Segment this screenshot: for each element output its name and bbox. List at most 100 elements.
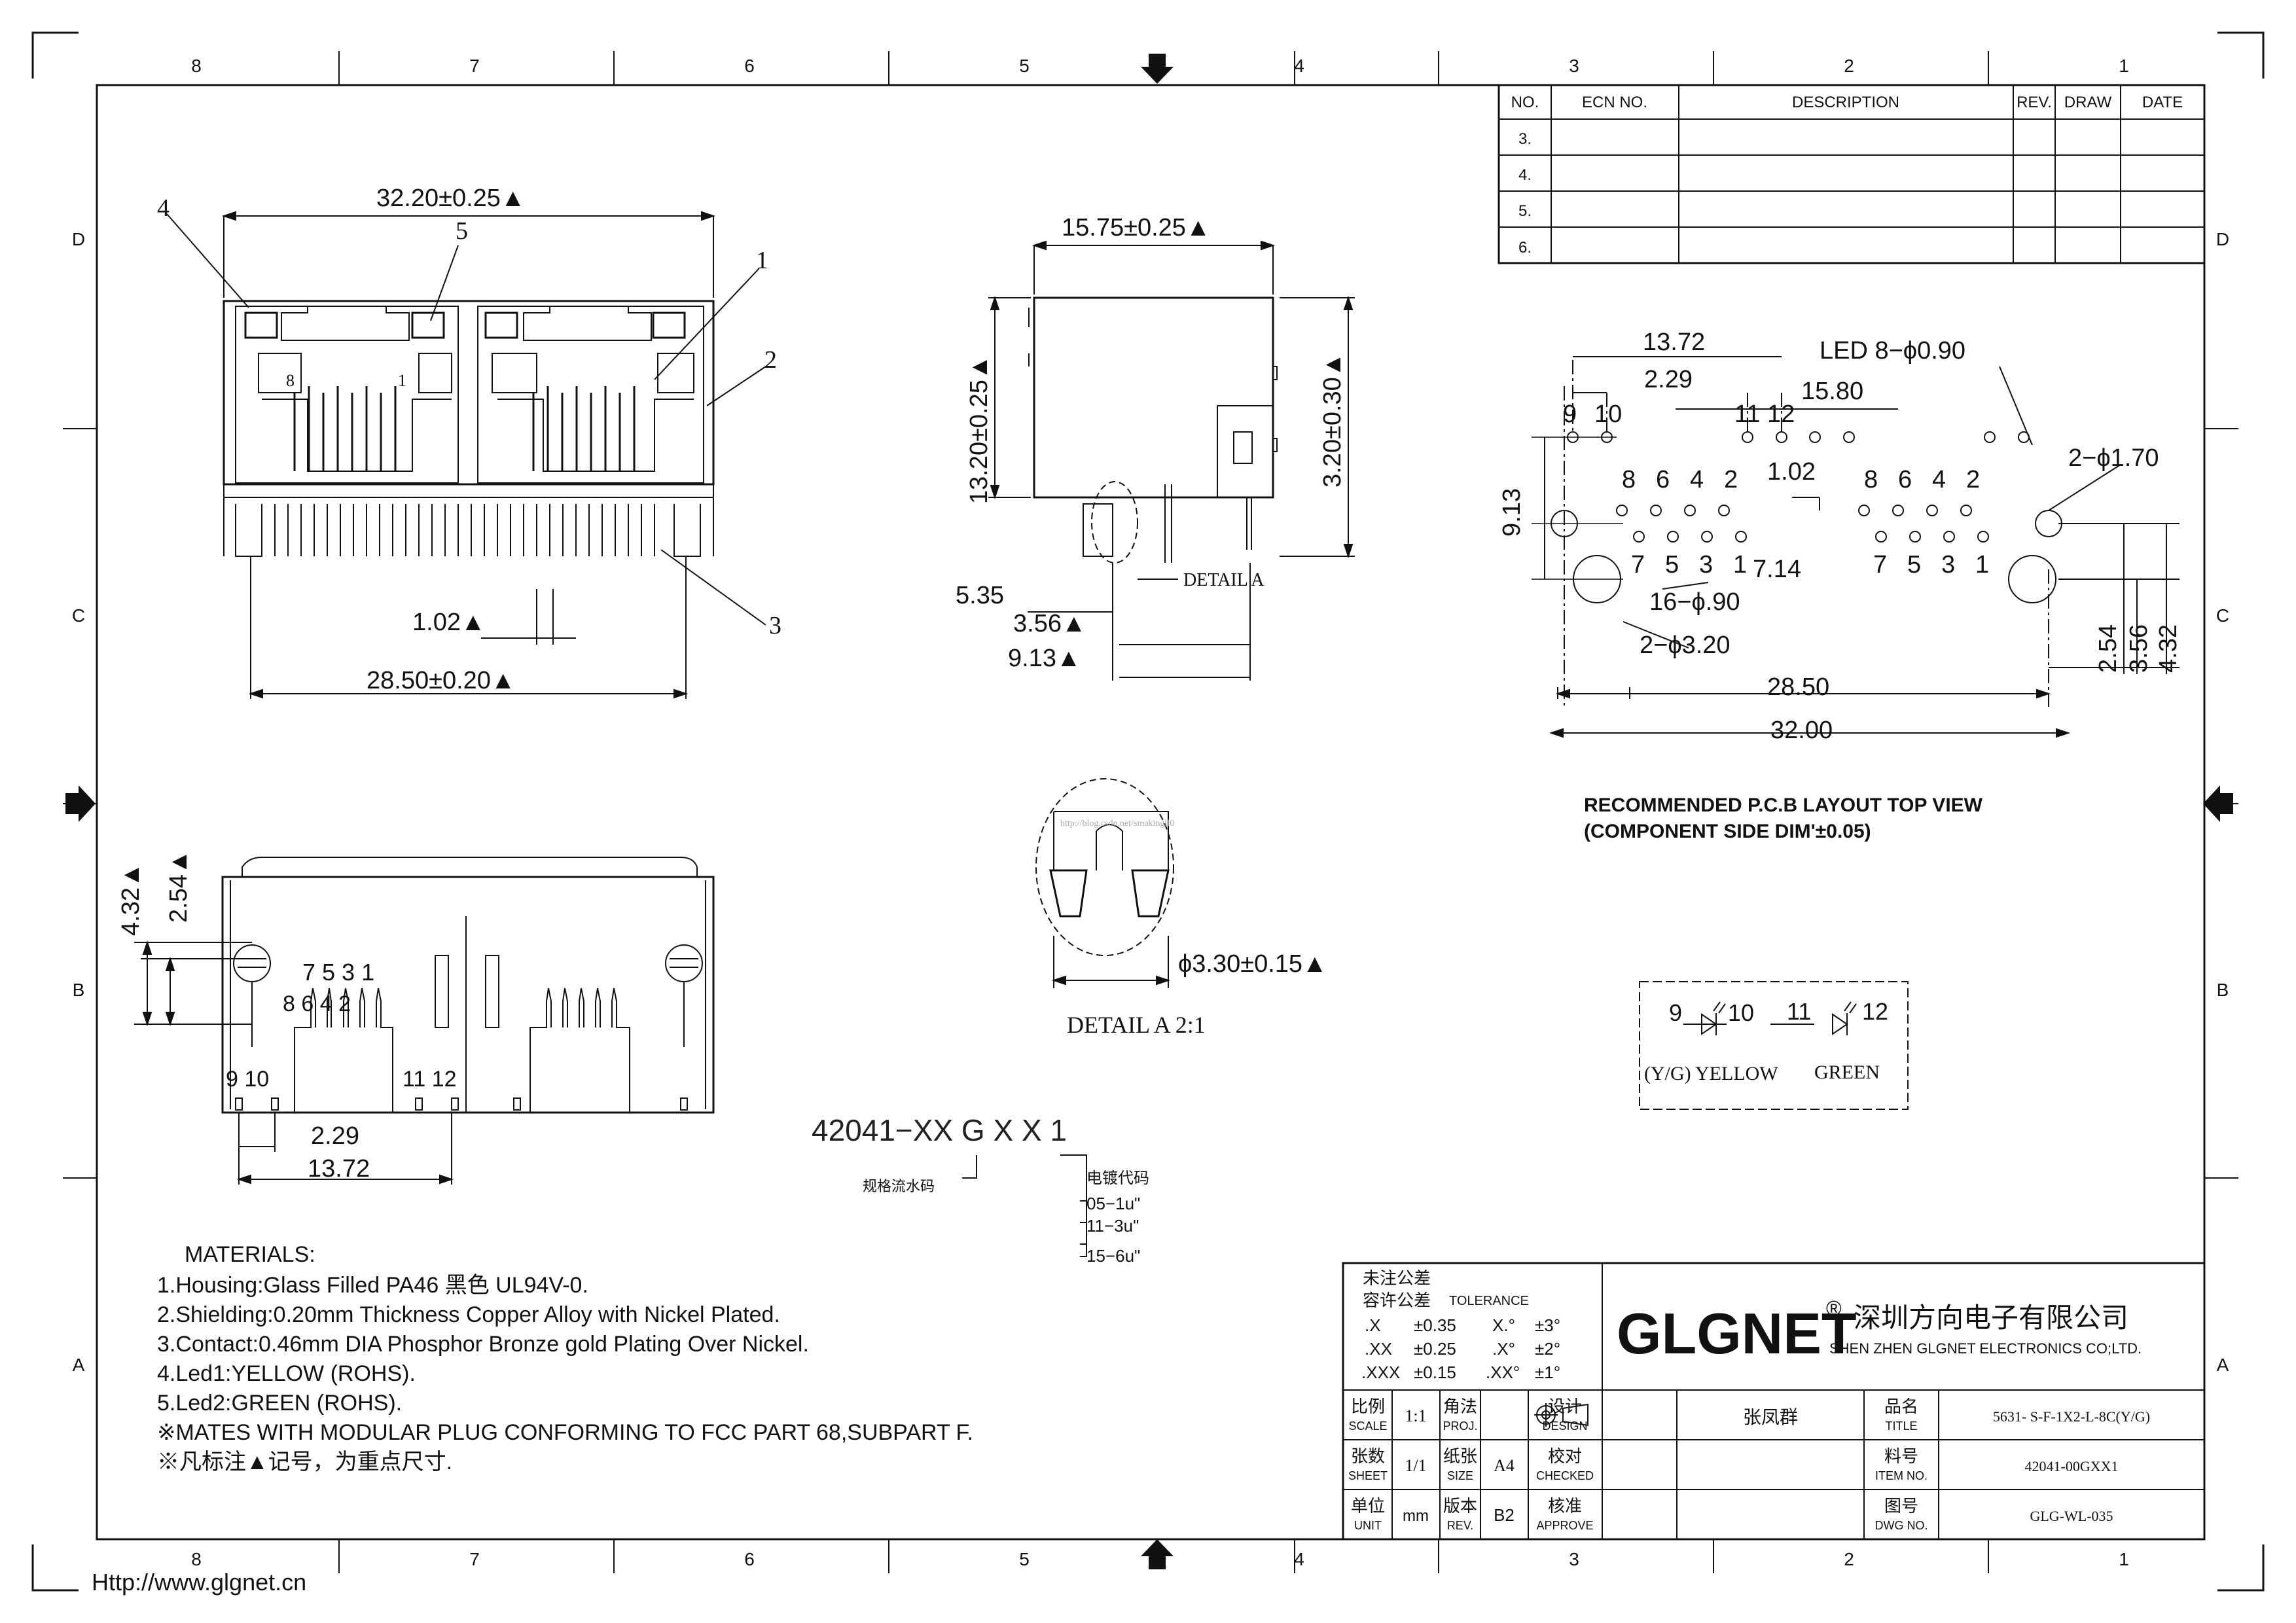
pcb-dim-170: 2−ϕ1.70	[2068, 444, 2159, 472]
pcb-dim-3200: 32.00	[1770, 717, 1833, 744]
size-cn: 纸张	[1443, 1446, 1477, 1466]
material-line: 5.Led2:GREEN (ROHS).	[157, 1391, 402, 1416]
led-schematic-labels: 9 10 11 12 (Y/G) YELLOW GREEN	[1644, 998, 1888, 1084]
pin-label-1: 1	[398, 371, 406, 390]
col-label: 1	[2119, 1549, 2129, 1569]
proj-cn: 角法	[1443, 1397, 1477, 1416]
dim-side-356: 3.56▲	[1013, 610, 1086, 637]
scale-en: SCALE	[1348, 1419, 1387, 1433]
rev-header: NO.	[1511, 94, 1539, 111]
col-label: 3	[1569, 1549, 1579, 1569]
tol-cell: ±0.15	[1414, 1363, 1456, 1382]
tol-cell: X.°	[1492, 1315, 1515, 1335]
unit-cn: 单位	[1351, 1496, 1385, 1516]
bottom-view-dims	[134, 940, 454, 1185]
pcb-dim-254: 2.54	[2094, 624, 2122, 673]
rev-cn: 版本	[1443, 1496, 1477, 1516]
col-label: 1	[2119, 56, 2129, 76]
tol-cell: ±1°	[1535, 1363, 1560, 1382]
row-label: A	[2217, 1355, 2229, 1375]
pcb-dim-320: 2−ϕ3.20	[1640, 632, 1731, 659]
tol-cell: ±0.35	[1414, 1315, 1456, 1335]
pcb-pins-left	[1616, 505, 1747, 543]
rev-row-no: 4.	[1518, 166, 1532, 184]
row-label: C	[2216, 605, 2229, 626]
plating-11: 11−3u"	[1086, 1216, 1139, 1236]
item-en: ITEM NO.	[1875, 1469, 1928, 1482]
item-val: 42041-00GXX1	[2025, 1458, 2119, 1474]
pcb-pin-10: 10	[1594, 401, 1622, 428]
col-label: 4	[1294, 56, 1304, 76]
plating-title: 电镀代码	[1086, 1169, 1149, 1187]
tol-cell: ±0.25	[1414, 1339, 1456, 1359]
pcb-pin-6r: 6	[1898, 466, 1912, 493]
col-label: 8	[191, 1549, 202, 1569]
material-line: ※MATES WITH MODULAR PLUG CONFORMING TO F…	[157, 1420, 973, 1445]
sheet-en: SHEET	[1348, 1469, 1388, 1482]
pcb-pin-3: 3	[1699, 551, 1713, 579]
size-val: A4	[1494, 1456, 1515, 1475]
pcb-pin-2r: 2	[1966, 466, 1980, 493]
bottom-view-labels: 4.32▲ 2.54▲ 7 5 3 1 8 6 4 2 9 10 11 12 2…	[117, 849, 457, 1183]
led-pin-9: 9	[1669, 999, 1682, 1026]
title-cn: 品名	[1884, 1397, 1918, 1416]
port-right	[477, 306, 704, 484]
tol-cell: .X°	[1492, 1339, 1515, 1359]
pcb-pin-4: 4	[1690, 466, 1704, 493]
rev-header: DATE	[2142, 94, 2183, 111]
pcb-pin-12: 12	[1767, 401, 1795, 428]
col-label: 2	[1844, 1549, 1854, 1569]
dim-detail-dia: ϕ3.30±0.15▲	[1178, 950, 1327, 978]
bottom-dim-229: 2.29	[311, 1122, 359, 1150]
col-label: 5	[1019, 56, 1030, 76]
pcb-pins-right	[1858, 505, 1989, 543]
bottom-view	[221, 857, 715, 1114]
led-yg-label: (Y/G) YELLOW	[1644, 1063, 1778, 1084]
col-label: 5	[1019, 1549, 1030, 1569]
title-val: 5631- S-F-1X2-L-8C(Y/G)	[1993, 1408, 2150, 1425]
company-cn: 深圳方向电子有限公司	[1854, 1302, 2128, 1333]
bottom-led-pins-l: 9 10	[226, 1067, 269, 1092]
pcb-pin-2: 2	[1724, 466, 1738, 493]
website-link[interactable]: Http://www.glgnet.cn	[92, 1569, 306, 1596]
pcb-dim-714: 7.14	[1753, 556, 1801, 583]
tol-cell: .XXX	[1361, 1363, 1400, 1382]
col-label: 8	[191, 56, 202, 76]
pcb-pin-5r: 5	[1907, 551, 1921, 579]
dim-front-pitch: 1.02▲	[412, 609, 486, 636]
brand-logo: GLGNET	[1617, 1301, 1857, 1366]
dim-side-height: 13.20±0.25▲	[965, 355, 993, 504]
title-en: TITLE	[1885, 1419, 1917, 1433]
tol-cell: .X	[1365, 1315, 1381, 1335]
materials-notes: MATERIALS: 1.Housing:Glass Filled PA46 黑…	[157, 1242, 973, 1474]
led-pin-12: 12	[1862, 998, 1888, 1025]
size-en: SIZE	[1447, 1469, 1473, 1482]
row-label: B	[73, 980, 85, 1000]
pcb-pin-1: 1	[1733, 551, 1747, 579]
port-left	[235, 306, 459, 484]
tol-cell: .XX	[1365, 1339, 1392, 1359]
center-marks	[65, 54, 2233, 1569]
dwg-cn: 图号	[1884, 1496, 1918, 1516]
material-line: ※凡标注▲记号，为重点尺寸.	[157, 1450, 452, 1474]
front-view	[223, 300, 715, 557]
col-label: 6	[744, 56, 755, 76]
checked-cn: 校对	[1548, 1446, 1582, 1466]
unit-en: UNIT	[1354, 1519, 1382, 1532]
company-en: SHEN ZHEN GLGNET ELECTRONICS CO;LTD.	[1829, 1340, 2142, 1357]
proj-en: PROJ.	[1443, 1419, 1477, 1433]
row-label: D	[2216, 229, 2229, 249]
dwg-en: DWG NO.	[1875, 1519, 1928, 1532]
rev-row-no: 5.	[1518, 202, 1532, 220]
bottom-even-pins: 8 6 4 2	[283, 991, 351, 1016]
tol-cell: ±2°	[1535, 1339, 1560, 1359]
watermark: http://blog.csdn.net/smakingll0	[1060, 819, 1174, 829]
dim-side-535: 5.35	[956, 582, 1004, 609]
dim-front-width: 32.20±0.25▲	[376, 185, 526, 212]
pcb-caption-2: (COMPONENT SIDE DIM'±0.05)	[1584, 821, 1871, 842]
projection-symbol	[1534, 1403, 1588, 1427]
rev-en: REV.	[1447, 1519, 1473, 1532]
tol-cell: .XX°	[1486, 1363, 1520, 1382]
dim-side-standoff: 3.20±0.30▲	[1319, 353, 1346, 488]
led-pin-10: 10	[1728, 999, 1754, 1026]
